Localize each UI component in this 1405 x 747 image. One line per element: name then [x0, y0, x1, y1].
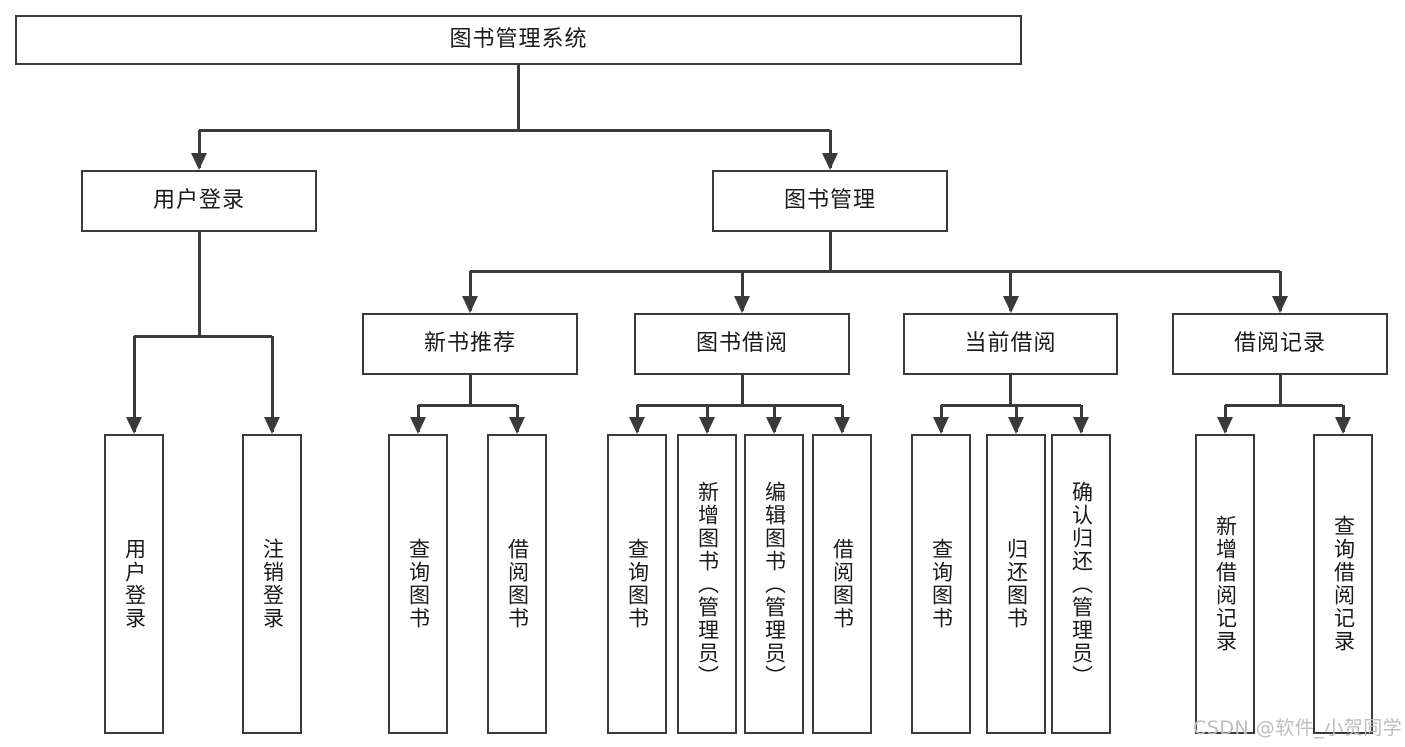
node-book-management-label: 图书管理 [783, 187, 876, 213]
leaf-query-book-borrow-label: 查询图书 [625, 538, 650, 630]
leaf-return-book[interactable]: 归还图书 [986, 434, 1046, 734]
arrowhead-leaf-edit-book-admin-icon [766, 417, 782, 434]
arrowhead-leaf-add-book-admin-icon [699, 417, 715, 434]
node-borrow-record-label: 借阅记录 [1233, 330, 1326, 356]
leaf-borrow-book-label: 借阅图书 [830, 538, 855, 630]
arrowhead-leaf-user-logout-icon [264, 417, 280, 434]
leaf-add-book-admin[interactable]: 新增图书（管理员） [677, 434, 737, 734]
leaf-confirm-return-admin[interactable]: 确认归还（管理员） [1051, 434, 1111, 734]
leaf-query-book-recommend[interactable]: 查询图书 [388, 434, 448, 734]
leaf-user-login[interactable]: 用户登录 [104, 434, 164, 734]
connector-level3-bus [470, 269, 1280, 273]
arrowhead-leaf-user-login-icon [126, 417, 142, 434]
connector-user-login-bus [134, 334, 272, 338]
connector-to-borrow-record [1278, 271, 1282, 311]
leaf-user-login-label: 用户登录 [122, 538, 147, 630]
connector-to-new-book-recommend [468, 271, 472, 311]
connector-new-book-recommend-bus [418, 403, 517, 407]
arrowhead-user-login-icon [191, 153, 207, 170]
connector-borrow-record-bus [1225, 403, 1343, 407]
leaf-confirm-return-admin-label: 确认归还（管理员） [1069, 480, 1094, 688]
connector-borrow-record-stem [1278, 375, 1282, 405]
node-current-borrow-label: 当前借阅 [964, 330, 1057, 356]
node-root[interactable]: 图书管理系统 [15, 15, 1022, 65]
node-root-label: 图书管理系统 [449, 26, 588, 52]
leaf-edit-book-admin[interactable]: 编辑图书（管理员） [744, 434, 804, 734]
arrowhead-borrow-record-icon [1272, 296, 1288, 313]
leaf-borrow-book[interactable]: 借阅图书 [812, 434, 872, 734]
connector-root-bus [199, 128, 830, 132]
leaf-add-borrow-record-label: 新增借阅记录 [1213, 515, 1238, 653]
connector-to-leaf-user-logout [270, 336, 274, 432]
arrowhead-leaf-query-book-current-icon [933, 417, 949, 434]
leaf-query-book-recommend-label: 查询图书 [406, 538, 431, 630]
node-user-login-label: 用户登录 [152, 187, 245, 213]
arrowhead-leaf-query-book-borrow-icon [629, 417, 645, 434]
leaf-query-book-current[interactable]: 查询图书 [911, 434, 971, 734]
arrowhead-leaf-return-book-icon [1008, 417, 1024, 434]
arrowhead-leaf-query-book-recommend-icon [410, 417, 426, 434]
leaf-edit-book-admin-label: 编辑图书（管理员） [762, 480, 787, 688]
connector-current-borrow-bus [941, 403, 1081, 407]
connector-to-book-borrow [740, 271, 744, 311]
arrowhead-leaf-add-borrow-record-icon [1217, 417, 1233, 434]
leaf-query-book-current-label: 查询图书 [929, 538, 954, 630]
leaf-query-borrow-record[interactable]: 查询借阅记录 [1313, 434, 1373, 734]
connector-new-book-recommend-stem [468, 375, 472, 405]
connector-user-login-stem [197, 232, 201, 336]
arrowhead-current-borrow-icon [1002, 296, 1019, 313]
leaf-return-book-label: 归还图书 [1004, 538, 1029, 630]
node-new-book-recommend-label: 新书推荐 [423, 330, 516, 356]
leaf-borrow-book-recommend[interactable]: 借阅图书 [487, 434, 547, 734]
node-user-login[interactable]: 用户登录 [81, 170, 317, 232]
connector-current-borrow-stem [1009, 375, 1012, 405]
node-book-borrow-label: 图书借阅 [695, 330, 788, 356]
connector-root-stem [517, 65, 520, 130]
leaf-user-logout-label: 注销登录 [260, 538, 285, 630]
connector-book-management-stem [828, 232, 832, 271]
node-new-book-recommend[interactable]: 新书推荐 [362, 313, 578, 375]
arrowhead-leaf-borrow-book-icon [834, 417, 850, 434]
connector-to-current-borrow [1009, 271, 1012, 311]
leaf-query-book-borrow[interactable]: 查询图书 [607, 434, 667, 734]
arrowhead-new-book-recommend-icon [462, 296, 478, 313]
connector-to-user-login [197, 130, 201, 168]
connector-book-borrow-stem [740, 375, 744, 405]
node-borrow-record[interactable]: 借阅记录 [1172, 313, 1388, 375]
arrowhead-book-borrow-icon [734, 296, 750, 313]
arrowhead-leaf-query-borrow-record-icon [1335, 417, 1351, 434]
arrowhead-leaf-confirm-return-admin-icon [1073, 417, 1089, 434]
arrowhead-book-management-icon [822, 153, 838, 170]
leaf-add-book-admin-label: 新增图书（管理员） [695, 480, 720, 688]
node-book-borrow[interactable]: 图书借阅 [634, 313, 850, 375]
leaf-query-borrow-record-label: 查询借阅记录 [1331, 515, 1356, 653]
connector-to-book-management [828, 130, 832, 168]
leaf-add-borrow-record[interactable]: 新增借阅记录 [1195, 434, 1255, 734]
arrowhead-leaf-borrow-book-recommend-icon [509, 417, 525, 434]
node-current-borrow[interactable]: 当前借阅 [903, 313, 1118, 375]
connector-book-borrow-bus [637, 403, 842, 407]
connector-to-leaf-user-login [132, 336, 136, 432]
leaf-user-logout[interactable]: 注销登录 [242, 434, 302, 734]
watermark-text: CSDN @软件_小贺同学 [1193, 717, 1403, 739]
node-book-management[interactable]: 图书管理 [712, 170, 948, 232]
leaf-borrow-book-recommend-label: 借阅图书 [505, 538, 530, 630]
